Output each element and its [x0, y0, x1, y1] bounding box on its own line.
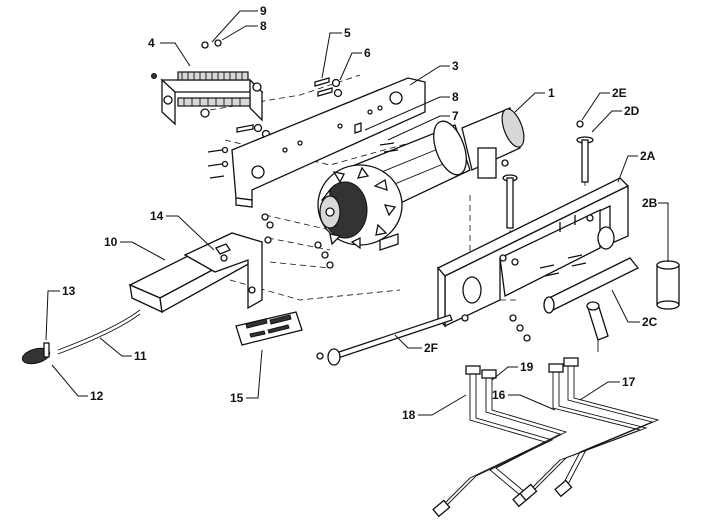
part-control-box [128, 232, 263, 314]
callout-2D: 2D [624, 104, 640, 118]
fasteners-frame [499, 254, 587, 342]
callout-8-mid: 8 [452, 90, 459, 104]
callout-3: 3 [452, 59, 459, 73]
callout-8-top: 8 [260, 19, 267, 33]
callouts: 1 2E 2D 2A 2B 2C 2F 3 4 5 6 7 8 8 9 10 1… [62, 4, 658, 422]
callout-16: 16 [492, 388, 506, 402]
part-rod [316, 314, 453, 366]
callout-17: 17 [622, 375, 636, 389]
leader-lines [45, 10, 669, 416]
callout-4: 4 [148, 36, 155, 50]
callout-2E: 2E [612, 86, 627, 100]
callout-15: 15 [230, 391, 244, 405]
callout-14: 14 [150, 209, 164, 223]
part-crossbars [543, 257, 640, 352]
callout-18: 18 [402, 408, 416, 422]
callout-2B: 2B [642, 196, 658, 210]
callout-11: 11 [134, 349, 147, 363]
part-decal [235, 311, 303, 346]
part-remote-handle [21, 309, 141, 365]
callout-9: 9 [260, 4, 267, 18]
part-pin [502, 120, 594, 229]
part-winch [317, 107, 525, 251]
callout-2F: 2F [424, 341, 438, 355]
callout-2A: 2A [640, 149, 656, 163]
part-roller-guide [151, 71, 264, 126]
part-cables [432, 357, 660, 518]
callout-1: 1 [548, 86, 555, 100]
callout-6: 6 [364, 46, 371, 60]
fasteners-top [201, 39, 343, 179]
part-sleeve [656, 260, 680, 310]
callout-13: 13 [62, 284, 76, 298]
callout-5: 5 [344, 26, 351, 40]
part-side-plate [231, 77, 426, 208]
callout-12: 12 [90, 389, 104, 403]
callout-7: 7 [452, 109, 459, 123]
fasteners-mid [261, 142, 509, 269]
part-mounting-frame [436, 177, 630, 328]
callout-2C: 2C [642, 315, 658, 329]
callout-19: 19 [520, 360, 534, 374]
callout-10: 10 [104, 235, 118, 249]
